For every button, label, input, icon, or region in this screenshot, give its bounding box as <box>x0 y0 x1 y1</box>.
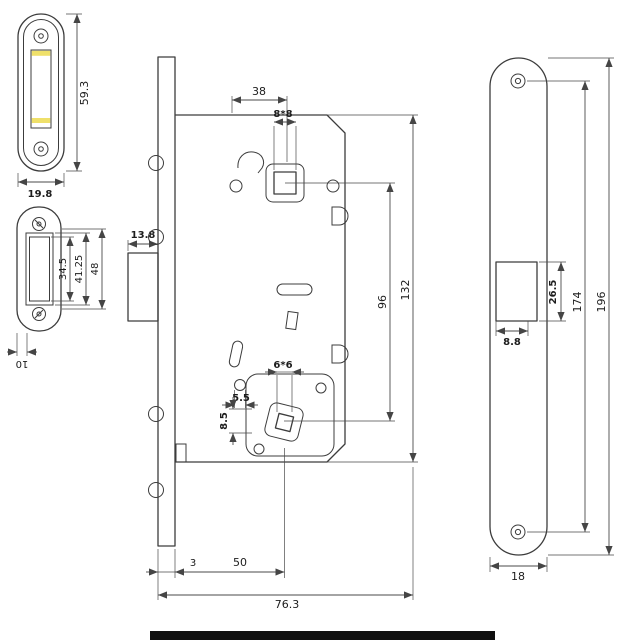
dim-label-centers: 96 <box>376 295 389 309</box>
cylinder-hub <box>264 402 304 442</box>
strike-slot <box>30 49 52 129</box>
dim-strike-height: 59.3 <box>66 13 91 172</box>
latch-guide <box>175 443 187 463</box>
dim-label-strike-height: 59.3 <box>78 81 91 106</box>
dim-cutout-offset: 8.8 <box>495 321 529 348</box>
screw-hole <box>33 28 49 44</box>
faceplate-boss <box>148 406 164 422</box>
dim-cylinder-square: 6*6 <box>265 360 304 412</box>
small-hole <box>234 379 246 391</box>
screw-hole <box>33 141 49 157</box>
screw-hole <box>510 524 526 540</box>
magnet-accent-bottom <box>31 118 51 123</box>
faceplate-boss <box>148 155 164 171</box>
dim-label-total-depth: 76.3 <box>275 598 300 611</box>
dim-case-height: 132 <box>327 114 418 463</box>
case-detail <box>285 310 299 331</box>
dim-spindle-square: 8*8 <box>273 109 297 170</box>
dim-total-depth: 76.3 <box>158 467 414 611</box>
screw-hole <box>510 73 526 89</box>
dim-plate-thickness-backset: 3 50 <box>146 448 285 600</box>
case-oval-slot <box>228 340 244 368</box>
dim-hole-height: 8.5 <box>219 397 252 445</box>
dim-label-pocket-mid: 41.25 <box>74 255 85 284</box>
case-post <box>229 179 243 193</box>
case-tab <box>331 206 349 226</box>
case-tab <box>331 344 349 364</box>
dim-label-cylinder-square: 6*6 <box>273 360 292 371</box>
dim-label-cutout-height: 26.5 <box>548 280 559 305</box>
plate-screw <box>315 382 327 394</box>
dim-pocket-outer-height: 48 <box>62 228 106 310</box>
cylinder-square-hole <box>274 412 295 433</box>
dim-offset: 10 <box>7 333 37 369</box>
magnet-pocket-inner <box>29 236 50 302</box>
magnet-pocket-outer <box>25 232 54 306</box>
dim-label-pocket-outer: 48 <box>90 263 101 276</box>
dim-label-faceplate-height: 196 <box>595 292 608 313</box>
dim-label-strike-width: 19.8 <box>28 189 53 200</box>
plate-screw <box>253 443 265 455</box>
strike-outline <box>17 13 65 172</box>
screw-hole <box>32 217 46 231</box>
dim-label-cutout-offset: 8.8 <box>503 337 521 348</box>
dim-centers: 96 <box>284 182 395 422</box>
dim-label-pocket-inner: 34.5 <box>58 258 69 280</box>
dim-faceplate-height: 196 <box>548 57 614 556</box>
dim-hole-width: 5.5 <box>222 390 258 409</box>
dim-label-hole-height: 8.5 <box>219 412 230 430</box>
faceplate-front-view: 26.5 174 196 8.8 18 <box>489 57 614 583</box>
cylinder-plate <box>245 373 335 457</box>
dim-label-hole-centers: 174 <box>571 292 584 313</box>
dim-cutout-height: 26.5 <box>539 261 566 322</box>
dim-label-backset: 50 <box>233 556 247 569</box>
dim-label-spindle-square: 8*8 <box>273 109 292 120</box>
dim-label-top-offset: 38 <box>252 85 266 98</box>
strike-side-outline <box>16 206 62 332</box>
dim-label-offset: 10 <box>16 358 29 369</box>
screw-hole <box>32 307 46 321</box>
dim-strike-width: 19.8 <box>17 173 65 200</box>
magnet-accent-top <box>31 50 51 56</box>
dim-faceplate-width: 18 <box>489 557 548 583</box>
dim-hole-centers: 174 <box>527 80 590 533</box>
case-post <box>326 179 340 193</box>
dim-label-housing-depth: 13.8 <box>131 230 156 241</box>
faceplate-edge <box>157 56 176 547</box>
latch-cutout <box>495 261 538 322</box>
faceplate-boss <box>148 482 164 498</box>
strike-plate-side-view: 34.5 41.25 48 10 <box>7 206 106 369</box>
case-slot <box>276 283 313 296</box>
watermark-bar <box>150 631 495 640</box>
dim-label-case-height: 132 <box>399 280 412 301</box>
latch-spring <box>237 151 265 174</box>
dim-top-offset: 38 <box>231 85 288 162</box>
dim-pocket-inner-height: 34.5 <box>51 236 74 302</box>
dim-label-faceplate-width: 18 <box>511 570 525 583</box>
dim-label-plate-thickness: 3 <box>190 558 196 569</box>
dim-housing-depth: 13.8 <box>127 230 159 251</box>
lock-case-outline <box>175 114 346 463</box>
dim-pocket-mid-height: 41.25 <box>55 232 90 306</box>
lock-body-view: 38 8*8 96 132 6*6 5.5 <box>146 56 418 611</box>
faceplate-boss <box>148 229 164 245</box>
strike-inner-outline <box>23 19 59 166</box>
dim-label-hole-width: 5.5 <box>232 393 250 404</box>
magnet-housing-outline <box>127 252 159 322</box>
strike-plate-front-view: 59.3 19.8 <box>17 13 91 200</box>
faceplate-outline <box>489 57 548 556</box>
